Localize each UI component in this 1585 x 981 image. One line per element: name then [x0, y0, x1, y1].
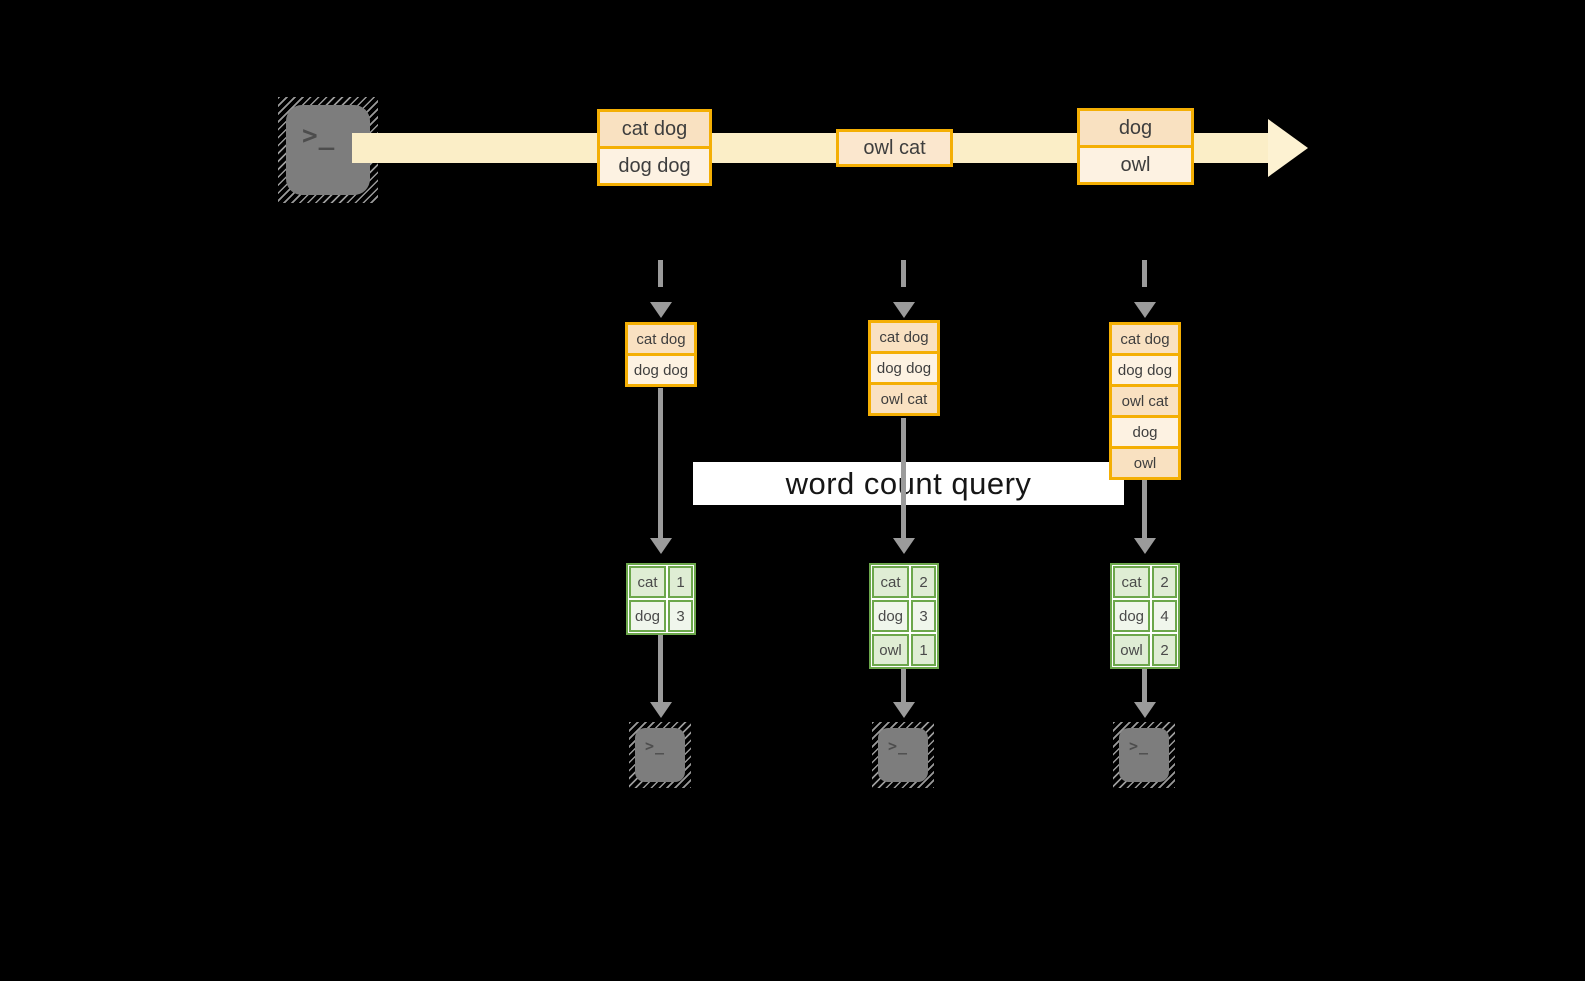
count-value-cell: 2 — [911, 566, 936, 598]
buffer-row: dog dog — [628, 353, 694, 384]
output-arrowhead-1 — [650, 702, 672, 718]
output-terminal-icon-1: >_ — [629, 722, 691, 788]
stream-event-box-3: dog owl — [1077, 108, 1194, 185]
buffer-row: cat dog — [871, 323, 937, 351]
terminal-screen: >_ — [1119, 728, 1169, 782]
buffer-row: cat dog — [1112, 325, 1178, 353]
stream-event-row: owl — [1080, 145, 1191, 182]
count-word-cell: owl — [1113, 634, 1150, 666]
query-arrow-line-3 — [1142, 479, 1147, 538]
prompt-icon: >_ — [888, 737, 909, 755]
count-table-2: cat 2 dog 3 owl 1 — [869, 563, 939, 669]
count-word-cell: dog — [872, 600, 909, 632]
output-arrowhead-2 — [893, 702, 915, 718]
query-arrowhead-3 — [1134, 538, 1156, 554]
buffer-row: owl cat — [1112, 384, 1178, 415]
count-word-cell: cat — [872, 566, 909, 598]
output-arrow-line-2 — [901, 657, 906, 702]
count-value-cell: 2 — [1152, 634, 1177, 666]
count-table-3: cat 2 dog 4 owl 2 — [1110, 563, 1180, 669]
stream-event-row: dog dog — [600, 146, 709, 183]
output-arrow-line-3 — [1142, 657, 1147, 702]
prompt-icon: >_ — [645, 737, 666, 755]
count-word-cell: dog — [629, 600, 666, 632]
count-word-cell: dog — [1113, 600, 1150, 632]
query-arrow-line-1 — [658, 388, 663, 538]
count-word-cell: owl — [872, 634, 909, 666]
buffer-row: dog dog — [1112, 353, 1178, 384]
ingest-arrow-line-1 — [658, 260, 663, 287]
count-word-cell: cat — [1113, 566, 1150, 598]
prompt-icon: >_ — [1129, 737, 1150, 755]
ingest-arrowhead-1 — [650, 302, 672, 318]
output-arrowhead-3 — [1134, 702, 1156, 718]
query-arrowhead-2 — [893, 538, 915, 554]
ingest-arrowhead-2 — [893, 302, 915, 318]
buffer-row: owl — [1112, 446, 1178, 477]
count-value-cell: 3 — [911, 600, 936, 632]
ingest-arrowhead-3 — [1134, 302, 1156, 318]
query-label-banner: word count query — [693, 462, 1124, 505]
stream-event-row: owl cat — [839, 132, 950, 164]
count-value-cell: 3 — [668, 600, 693, 632]
buffer-box-3: cat dog dog dog owl cat dog owl — [1109, 322, 1181, 480]
terminal-screen: >_ — [878, 728, 928, 782]
stream-event-row: cat dog — [600, 112, 709, 146]
stream-event-box-1: cat dog dog dog — [597, 109, 712, 186]
buffer-box-2: cat dog dog dog owl cat — [868, 320, 940, 416]
query-arrow-line-2 — [901, 418, 906, 538]
buffer-row: dog dog — [871, 351, 937, 382]
buffer-box-1: cat dog dog dog — [625, 322, 697, 387]
output-arrow-line-1 — [658, 627, 663, 702]
stream-arrowhead-icon — [1268, 119, 1308, 177]
stream-event-row: dog — [1080, 111, 1191, 145]
output-terminal-icon-3: >_ — [1113, 722, 1175, 788]
count-word-cell: cat — [629, 566, 666, 598]
stream-event-box-2: owl cat — [836, 129, 953, 167]
count-value-cell: 4 — [1152, 600, 1177, 632]
query-label: word count query — [785, 465, 1032, 501]
query-arrowhead-1 — [650, 538, 672, 554]
count-table-1: cat 1 dog 3 — [626, 563, 696, 635]
output-terminal-icon-2: >_ — [872, 722, 934, 788]
ingest-arrow-line-3 — [1142, 260, 1147, 287]
prompt-icon: >_ — [302, 121, 336, 151]
ingest-arrow-line-2 — [901, 260, 906, 287]
count-value-cell: 1 — [668, 566, 693, 598]
buffer-row: dog — [1112, 415, 1178, 446]
terminal-screen: >_ — [635, 728, 685, 782]
count-value-cell: 1 — [911, 634, 936, 666]
buffer-row: owl cat — [871, 382, 937, 413]
count-value-cell: 2 — [1152, 566, 1177, 598]
buffer-row: cat dog — [628, 325, 694, 353]
